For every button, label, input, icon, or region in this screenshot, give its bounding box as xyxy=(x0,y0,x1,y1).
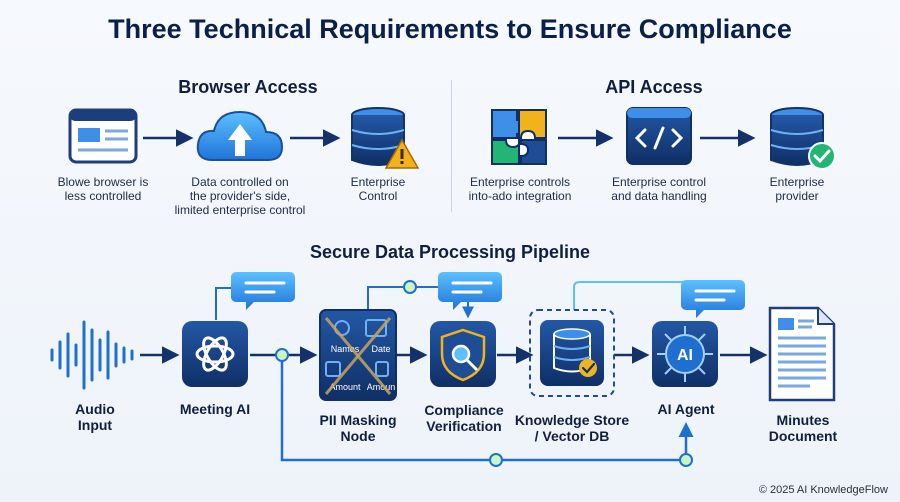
pii-field-label: Names xyxy=(331,344,360,354)
cloud-upload-icon xyxy=(196,110,284,161)
page-title: Three Technical Requirements to Ensure C… xyxy=(108,14,792,44)
node-label-compliance: Compliance Verification xyxy=(424,402,504,434)
chat-bubble-icon xyxy=(438,272,502,310)
pii-mask-icon: Names Date Amount Amoun xyxy=(319,309,397,401)
audio-wave-icon xyxy=(50,320,134,390)
node-label-meeting-ai: Meeting AI xyxy=(179,401,251,417)
node-label-minutes-document: Minutes Document xyxy=(768,412,838,444)
browser-window-icon xyxy=(68,108,138,164)
enterprise-control-caption: Enterprise Control xyxy=(350,175,406,203)
chat-bubble-icon xyxy=(231,272,295,310)
database-check-icon xyxy=(770,107,836,170)
browser-step-caption: Blowe browser is less controlled xyxy=(57,175,149,203)
api-step-caption: Enterprise control and data handling xyxy=(611,175,707,203)
pii-field-label: Amoun xyxy=(367,382,396,392)
puzzle-icon xyxy=(490,108,548,166)
provider-step-caption: Data controlled on the provider's side, … xyxy=(174,175,306,217)
browser-access-heading: Browser Access xyxy=(178,77,318,97)
pipeline-heading: Secure Data Processing Pipeline xyxy=(309,242,591,262)
api-step-caption: Enterprise controls into-ado integration xyxy=(468,175,572,203)
node-label-audio-input: Audio Input xyxy=(75,401,115,433)
section-divider xyxy=(451,80,452,212)
api-step-caption: Enterprise provider xyxy=(769,175,825,203)
openai-icon xyxy=(182,321,248,387)
chat-bubble-icon xyxy=(681,280,745,318)
database-warning-icon xyxy=(351,107,420,169)
vector-db-icon xyxy=(529,309,615,397)
shield-search-icon xyxy=(430,321,496,387)
document-icon xyxy=(768,306,836,402)
node-label-knowledge-store: Knowledge Store / Vector DB xyxy=(514,412,630,444)
api-access-heading: API Access xyxy=(605,77,703,97)
connector-nodes xyxy=(275,280,693,467)
node-label-ai-agent: AI Agent xyxy=(657,401,715,417)
node-label-pii-masking: PII Masking Node xyxy=(319,412,397,444)
copyright-footer: © 2025 AI KnowledgeFlow xyxy=(758,484,888,496)
pii-field-label: Amount xyxy=(329,382,361,392)
code-window-icon xyxy=(626,107,692,165)
pipeline-connectors xyxy=(140,281,768,462)
pii-field-label: Date xyxy=(371,344,390,354)
ai-badge: AI xyxy=(677,347,693,364)
ai-agent-icon: AI xyxy=(652,321,718,387)
